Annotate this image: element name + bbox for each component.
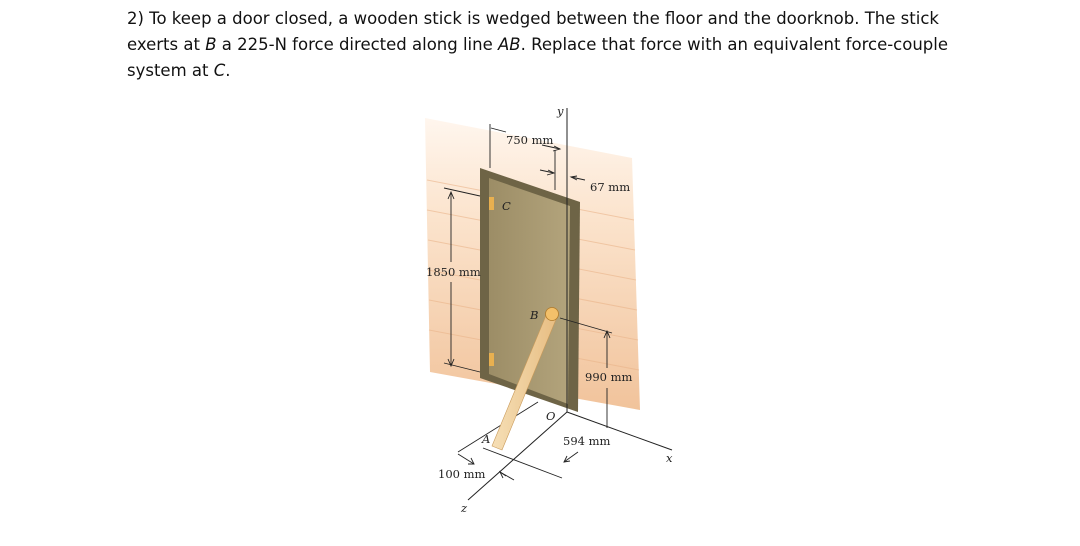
point-b-label: B bbox=[529, 308, 538, 322]
hinge-bottom bbox=[489, 353, 494, 366]
z-axis bbox=[467, 411, 568, 501]
point-c-label: C bbox=[502, 199, 511, 213]
dim-100-group bbox=[457, 453, 515, 481]
dim-594-label: 594 mm bbox=[563, 434, 611, 448]
dim-1850-label: 1850 mm bbox=[426, 265, 481, 279]
dim-67-label: 67 mm bbox=[590, 180, 630, 194]
door-stick-figure: y x z C B A O 750 mm 67 mm 1850 mm bbox=[425, 104, 673, 515]
point-b-ref: B bbox=[205, 35, 217, 54]
floor-line-a bbox=[482, 447, 563, 479]
dim-990-label: 990 mm bbox=[585, 370, 633, 384]
point-a-label: A bbox=[481, 432, 490, 446]
dim-100-label: 100 mm bbox=[438, 467, 486, 481]
problem-text-1: 2) To keep a door closed, a wooden stick… bbox=[127, 9, 939, 54]
doorknob bbox=[545, 307, 559, 321]
y-axis-label: y bbox=[556, 104, 564, 118]
dim-67-group bbox=[539, 150, 586, 190]
dim-1850-group bbox=[443, 187, 481, 373]
x-axis bbox=[566, 411, 673, 451]
problem-text-4: . bbox=[225, 61, 231, 80]
x-axis-label: x bbox=[666, 451, 673, 465]
floor-line-b bbox=[457, 401, 539, 453]
z-axis-label: z bbox=[460, 501, 468, 515]
line-ab-ref: AB bbox=[498, 35, 521, 54]
point-o-label: O bbox=[546, 409, 556, 423]
problem-text-3: . Replace that force with an equivalent … bbox=[127, 35, 949, 80]
dim-750-label: 750 mm bbox=[506, 133, 554, 147]
problem-statement: 2) To keep a door closed, a wooden stick… bbox=[127, 6, 967, 84]
dim-990-group bbox=[559, 317, 613, 428]
dim-594-group bbox=[563, 451, 579, 463]
hinge-top bbox=[489, 197, 494, 210]
problem-text-2: a 225-N force directed along line bbox=[216, 35, 498, 54]
door-panel bbox=[489, 178, 570, 404]
point-c-ref: C bbox=[213, 61, 226, 80]
